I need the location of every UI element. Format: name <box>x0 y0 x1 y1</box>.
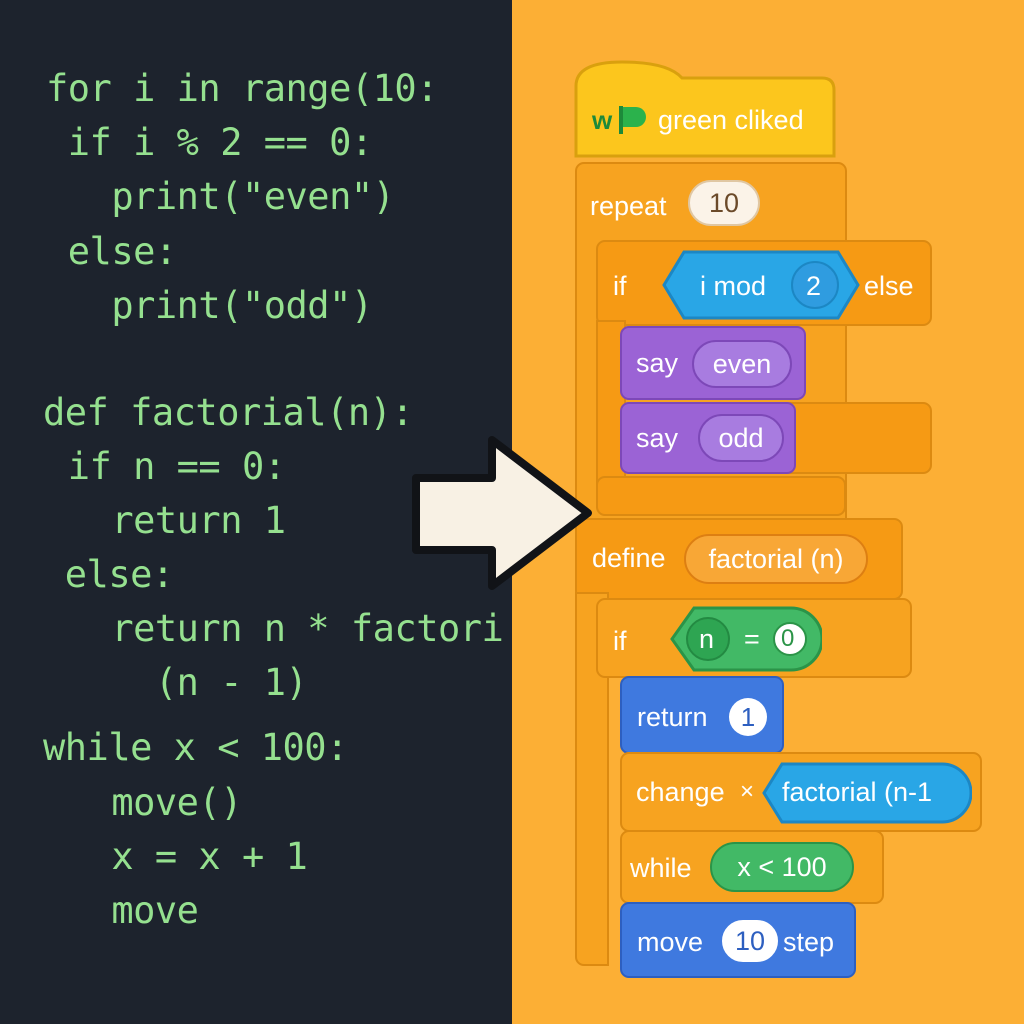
move-label: move <box>637 927 704 957</box>
code-line: for i in range(10: <box>46 67 438 110</box>
code-line: def factorial(n): <box>43 391 414 434</box>
say-label: say <box>636 423 679 453</box>
code-line: print("even") <box>46 175 395 218</box>
equals-operator: = <box>744 624 760 654</box>
return-label: return <box>637 702 708 732</box>
define-body-frame <box>575 592 609 966</box>
code-line: else: <box>43 553 174 596</box>
hat-label: green cliked <box>658 105 804 135</box>
code-line: if i % 2 == 0: <box>46 121 373 164</box>
return-value[interactable]: 1 <box>729 698 767 736</box>
code-line: while x < 100: <box>43 726 348 769</box>
if-else-foot <box>596 476 846 516</box>
code-line: move <box>46 889 199 932</box>
else-label: else <box>864 271 914 301</box>
change-label: change <box>636 777 725 807</box>
say-even-value[interactable]: even <box>692 340 792 388</box>
equals-left: n <box>699 624 715 654</box>
say-label: say <box>636 348 679 378</box>
change-variable: × <box>740 778 755 805</box>
green-flag-icon <box>619 106 646 134</box>
equals-right: 0 <box>781 625 795 652</box>
code-line: return 1 <box>46 499 286 542</box>
while-condition[interactable]: x < 100 <box>710 842 854 892</box>
code-line: move() <box>46 781 242 824</box>
arrow-right-icon <box>412 436 592 590</box>
hat-icon-text: w <box>592 105 613 135</box>
define-name[interactable]: factorial (n) <box>684 534 868 584</box>
green-clicked-hat-block[interactable] <box>574 56 838 164</box>
factorial-reporter-label: factorial (n-1 <box>782 777 933 807</box>
if-label: if <box>613 626 627 656</box>
code-line: return n * factori <box>46 607 504 650</box>
mod-condition-left: i mod <box>700 271 767 301</box>
code-line: if n == 0: <box>46 445 286 488</box>
blocks-panel: repeat 10 if i mod 2 else say even say o… <box>512 0 1024 1024</box>
if-label: if <box>613 271 627 301</box>
repeat-count-input[interactable]: 10 <box>688 180 760 226</box>
repeat-label: repeat <box>590 191 667 221</box>
factorial-reporter[interactable] <box>762 762 972 824</box>
equals-condition[interactable] <box>670 606 822 672</box>
say-odd-value[interactable]: odd <box>698 414 784 462</box>
move-unit-label: step <box>783 927 835 957</box>
code-line: print("odd") <box>46 284 373 327</box>
code-line: x = x + 1 <box>46 835 308 878</box>
move-steps-input[interactable]: 10 <box>722 920 778 962</box>
mod-condition-right: 2 <box>806 271 822 301</box>
mod-condition[interactable] <box>662 250 860 320</box>
else-slot <box>782 402 932 474</box>
code-line: else: <box>46 230 177 273</box>
while-label: while <box>630 853 692 883</box>
define-label: define <box>592 543 666 573</box>
code-line: (n - 1) <box>46 661 308 704</box>
